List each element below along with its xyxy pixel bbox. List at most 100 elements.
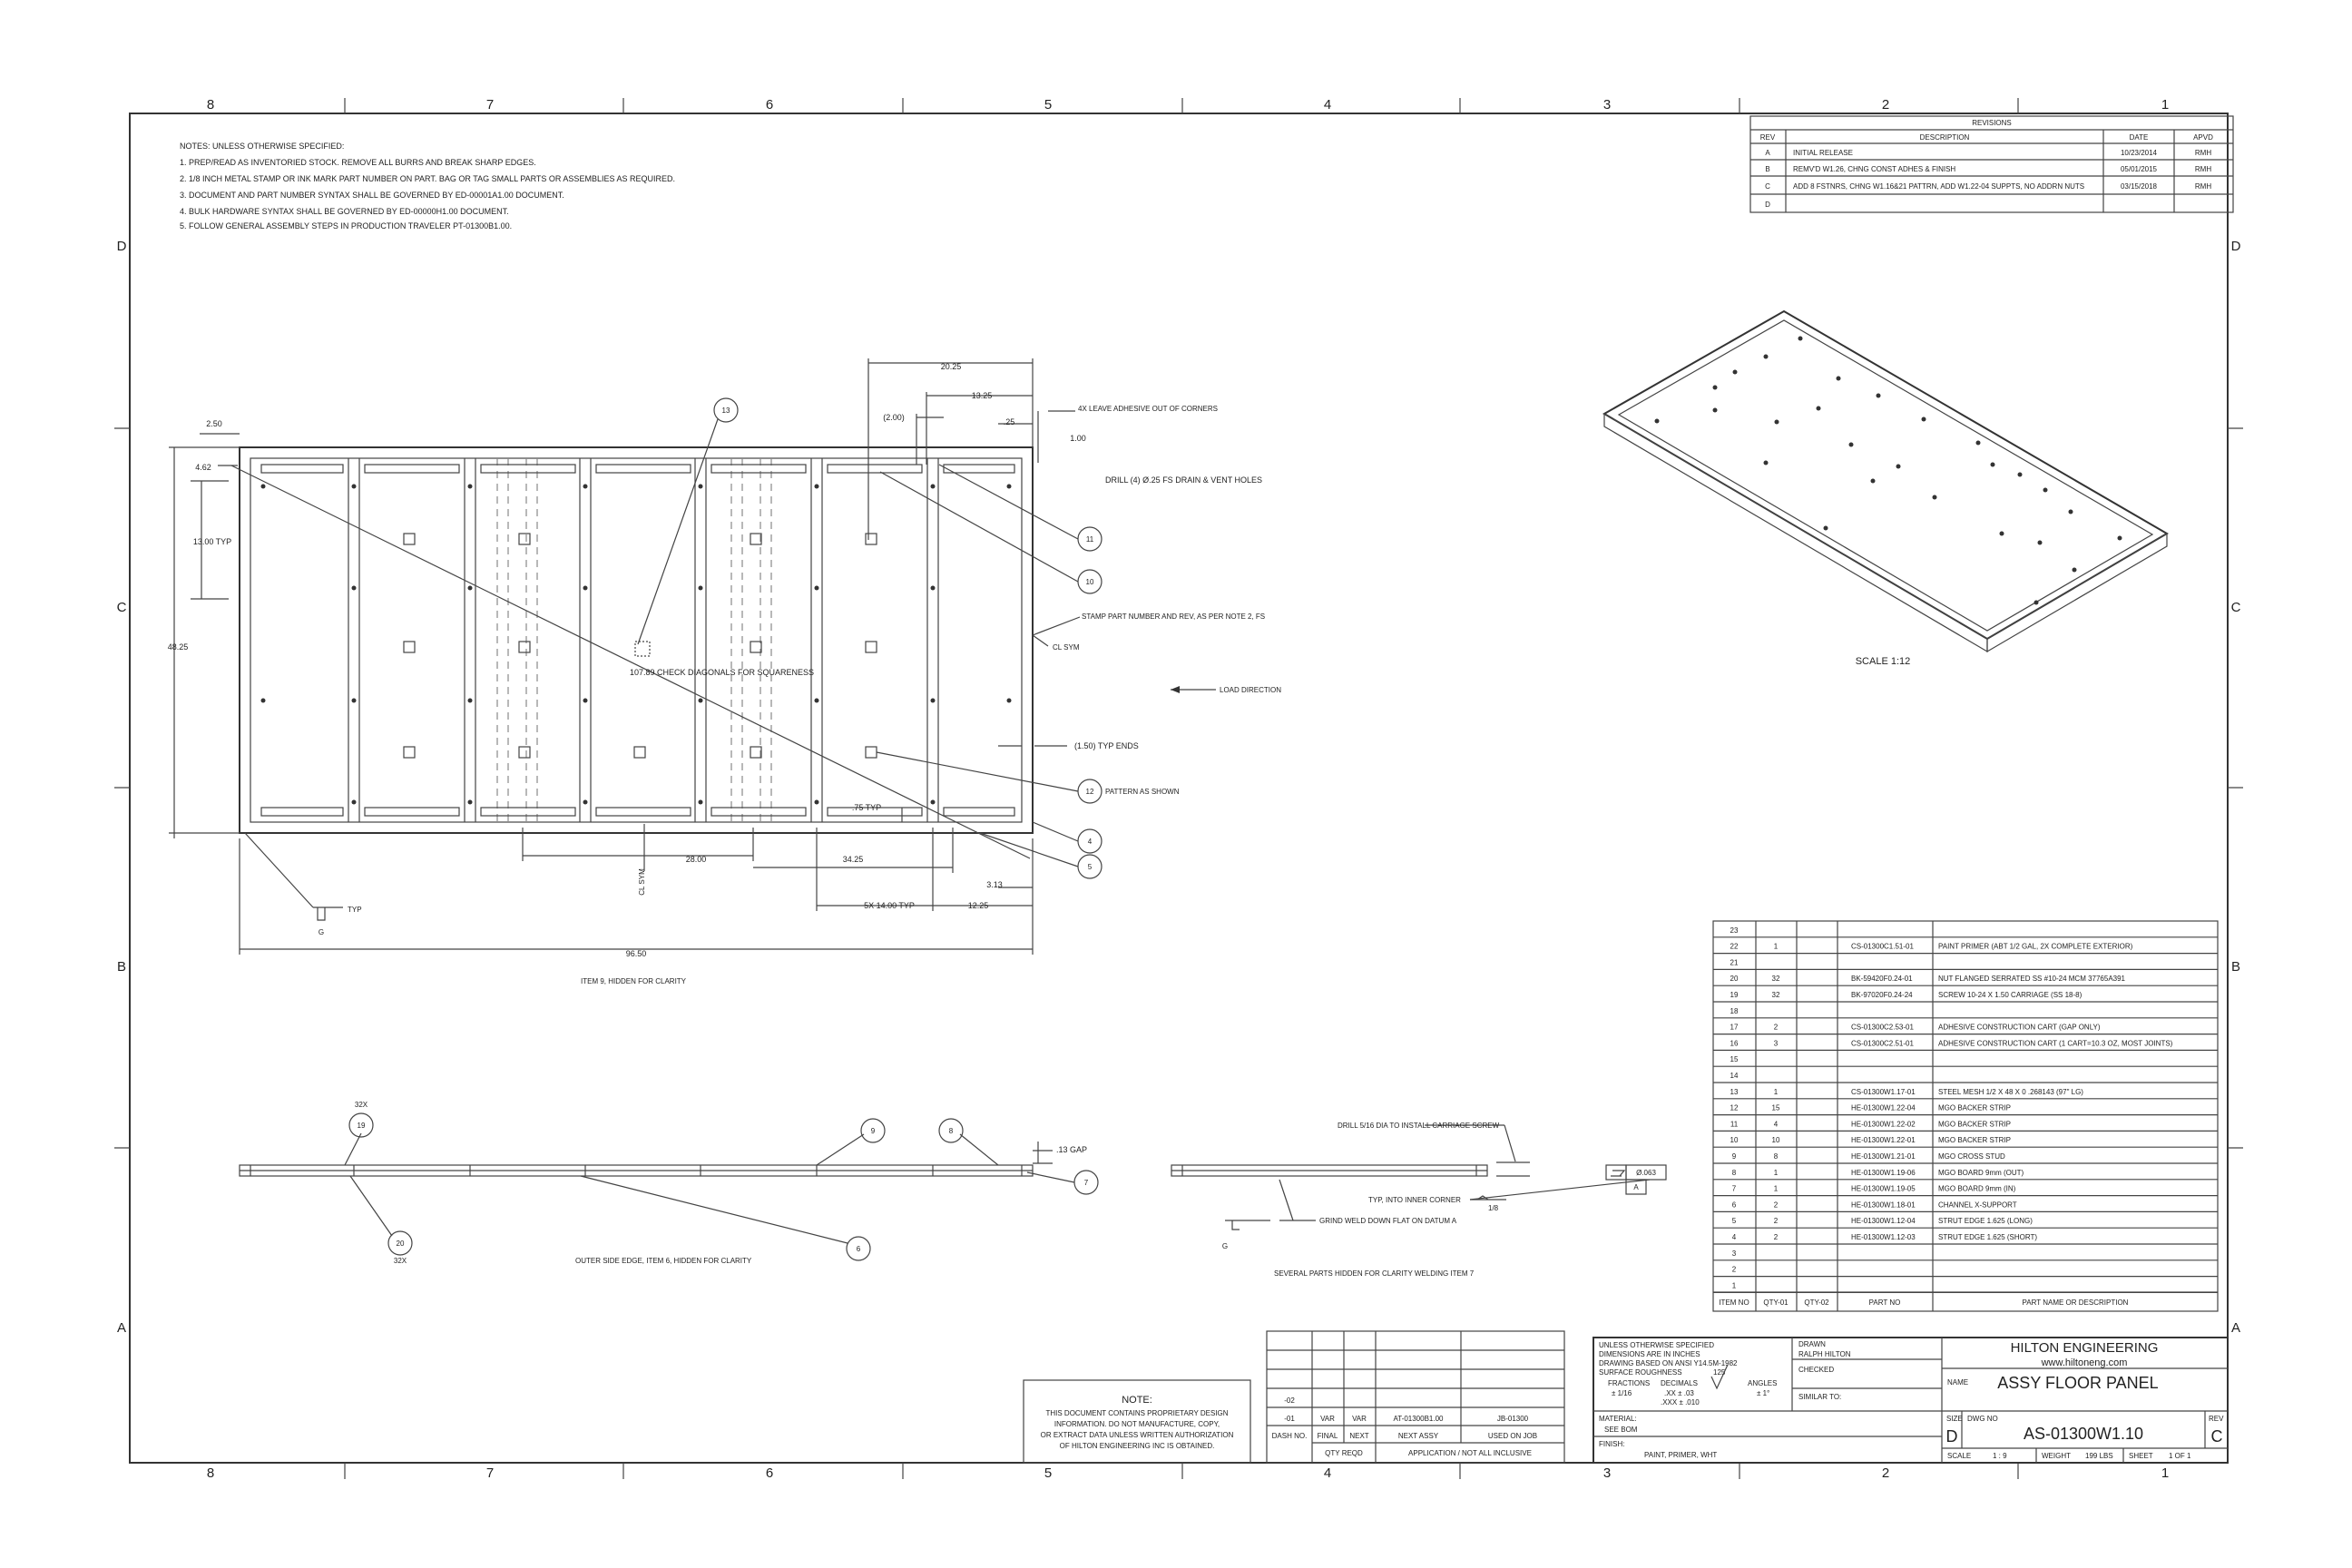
cross-studs bbox=[348, 458, 939, 822]
balloon-6 bbox=[846, 1236, 871, 1261]
section-weld-g: G bbox=[1222, 1242, 1228, 1250]
balloon-6-label: 6 bbox=[857, 1245, 861, 1253]
bom-cell: 18 bbox=[1730, 1007, 1739, 1015]
bom-cell: 15 bbox=[1730, 1055, 1739, 1063]
dim-5x-14-00-typ: 5X 14.00 TYP bbox=[864, 901, 915, 910]
note-3: 3. DOCUMENT AND PART NUMBER SYNTAX SHALL… bbox=[180, 191, 564, 200]
datum-a: A bbox=[1633, 1183, 1639, 1191]
dash-01-final: VAR bbox=[1320, 1415, 1335, 1423]
balloon-4 bbox=[1077, 828, 1102, 854]
zone-col-1-bottom: 1 bbox=[2161, 1465, 2169, 1481]
material-value: SEE BOM bbox=[1604, 1426, 1638, 1434]
screw-pattern bbox=[403, 533, 877, 759]
bom-cell: 14 bbox=[1730, 1072, 1739, 1080]
dash-01-job: JB-01300 bbox=[1497, 1415, 1529, 1423]
drill-note: DRILL (4) Ø.25 FS DRAIN & VENT HOLES bbox=[1105, 475, 1262, 485]
rev-a-date: 10/23/2014 bbox=[2121, 149, 2158, 157]
company-url: www.hiltoneng.com bbox=[2041, 1357, 2128, 1368]
balloon-5 bbox=[1077, 854, 1102, 879]
zone-col-6-bottom: 6 bbox=[766, 1465, 773, 1481]
size-label: SIZE bbox=[1946, 1415, 1963, 1423]
fractions-tol: ± 1/16 bbox=[1612, 1389, 1632, 1397]
bom-cell: 1 bbox=[1774, 943, 1779, 951]
note-5: 5. FOLLOW GENERAL ASSEMBLY STEPS IN PROD… bbox=[180, 221, 512, 230]
dim-20-25: 20.25 bbox=[941, 362, 962, 371]
bom-cell: 4 bbox=[1774, 1120, 1779, 1128]
rev-value: C bbox=[2211, 1427, 2223, 1446]
dash-no-label: DASH NO. bbox=[1272, 1432, 1308, 1440]
section-view-caption: SEVERAL PARTS HIDDEN FOR CLARITY WELDING… bbox=[1274, 1269, 1475, 1278]
load-direction-note: LOAD DIRECTION bbox=[1220, 686, 1281, 694]
weld-typ: TYP bbox=[348, 906, 362, 914]
bom-cell: ADHESIVE CONSTRUCTION CART (GAP ONLY) bbox=[1938, 1024, 2101, 1032]
finish-value: PAINT, PRIMER, WHT bbox=[1644, 1451, 1717, 1459]
zone-col-2-bottom: 2 bbox=[1882, 1465, 1889, 1481]
edge-view: 19 32X 20 32X 9 8 7 6 .13 GAP OUTER SIDE… bbox=[239, 1101, 1099, 1265]
rev-c-description: ADD 8 FSTNRS, CHNG W1.16&21 PATTRN, ADD … bbox=[1793, 182, 2084, 191]
qty-32x-bottom: 32X bbox=[394, 1257, 407, 1265]
zone-row-d-right: D bbox=[2231, 239, 2241, 254]
bom-header-description: PART NAME OR DESCRIPTION bbox=[2023, 1298, 2129, 1307]
panel-outline-outer bbox=[239, 446, 1034, 834]
balloon-9 bbox=[860, 1118, 886, 1143]
dash-01: -01 bbox=[1284, 1415, 1295, 1423]
dim-12-25: 12.25 bbox=[968, 901, 989, 910]
bom-cell: CS-01300C1.51-01 bbox=[1851, 943, 1914, 951]
bom-cell: 20 bbox=[1730, 975, 1739, 983]
grind-weld-note: GRIND WELD DOWN FLAT ON DATUM A bbox=[1319, 1217, 1457, 1225]
dimension-lines bbox=[169, 358, 1216, 955]
zone-row-d-left: D bbox=[117, 239, 127, 254]
rev-b-date: 05/01/2015 bbox=[2121, 165, 2158, 173]
spec-line-4: SURFACE ROUGHNESS bbox=[1599, 1368, 1682, 1377]
rev-a-apvd: RMH bbox=[2195, 149, 2211, 157]
proprietary-title: NOTE: bbox=[1122, 1395, 1152, 1406]
balloon-20 bbox=[387, 1230, 413, 1256]
bom-cell: MGO BACKER STRIP bbox=[1938, 1136, 2011, 1144]
bom-cell: 5 bbox=[1732, 1217, 1737, 1225]
bom-cell: 1 bbox=[1774, 1088, 1779, 1096]
bom-cell: STEEL MESH 1/2 X 48 X 0 .268143 (97" LG) bbox=[1938, 1088, 2083, 1096]
balloon-9-label: 9 bbox=[871, 1127, 876, 1135]
bom-cell: HE-01300W1.19-05 bbox=[1851, 1185, 1916, 1193]
bom-cell: BK-59420F0.24-01 bbox=[1851, 975, 1913, 983]
proprietary-line-3: OR EXTRACT DATA UNLESS WRITTEN AUTHORIZA… bbox=[1041, 1431, 1234, 1439]
zone-col-7-top: 7 bbox=[486, 97, 494, 113]
plan-balloons: 13 11 10 12 4 5 bbox=[637, 397, 1102, 879]
bom-cell: 6 bbox=[1732, 1200, 1737, 1209]
weld-symbol bbox=[313, 906, 343, 921]
weight-label: WEIGHT bbox=[2042, 1452, 2071, 1460]
revisions-table: REVISIONS REV DESCRIPTION DATE APVD A IN… bbox=[1749, 115, 2234, 213]
bom-cell: SCREW 10-24 X 1.50 CARRIAGE (SS 18-8) bbox=[1938, 991, 2082, 999]
edge-studs bbox=[353, 1165, 934, 1176]
bom-cell: 3 bbox=[1732, 1250, 1737, 1258]
bom-cell: HE-01300W1.19-06 bbox=[1851, 1169, 1916, 1177]
balloon-19-label: 19 bbox=[358, 1122, 366, 1130]
dim-2-50: 2.50 bbox=[206, 419, 222, 428]
dwg-no-label: DWG NO bbox=[1967, 1415, 1998, 1423]
bom-cell: 2 bbox=[1774, 1233, 1779, 1241]
decimals-tol-2: .XXX ± .010 bbox=[1661, 1398, 1700, 1406]
rev-c-letter: C bbox=[1765, 182, 1770, 191]
balloon-12-label: 12 bbox=[1086, 788, 1094, 796]
zone-row-c-right: C bbox=[2231, 600, 2241, 615]
zone-row-b-left: B bbox=[117, 959, 126, 975]
bom-cell: 10 bbox=[1772, 1136, 1780, 1144]
rev-d-letter: D bbox=[1765, 201, 1770, 209]
section-view: DRILL 5/16 DIA TO INSTALL CARRIAGE SCREW… bbox=[1171, 1122, 1667, 1278]
bom-cell: 21 bbox=[1730, 958, 1739, 966]
balloon-20-label: 20 bbox=[397, 1240, 405, 1248]
dash-01-next-assy: AT-01300B1.00 bbox=[1393, 1415, 1444, 1423]
dash-02: -02 bbox=[1284, 1396, 1295, 1405]
bom-cell: 22 bbox=[1730, 943, 1739, 951]
bom-cell: HE-01300W1.22-01 bbox=[1851, 1136, 1916, 1144]
bom-cell: 2 bbox=[1732, 1266, 1737, 1274]
sheet-label: SHEET bbox=[2129, 1452, 2153, 1460]
decimals-label: DECIMALS bbox=[1661, 1379, 1698, 1387]
balloon-8-label: 8 bbox=[949, 1127, 954, 1135]
bom-cell: 2 bbox=[1774, 1024, 1779, 1032]
spec-line-2: DIMENSIONS ARE IN INCHES bbox=[1599, 1350, 1700, 1358]
bom-cell: HE-01300W1.12-04 bbox=[1851, 1217, 1916, 1225]
scale-value: 1 : 9 bbox=[1993, 1452, 2007, 1460]
company-name: HILTON ENGINEERING bbox=[2011, 1340, 2159, 1356]
zone-col-4-bottom: 4 bbox=[1324, 1465, 1331, 1481]
